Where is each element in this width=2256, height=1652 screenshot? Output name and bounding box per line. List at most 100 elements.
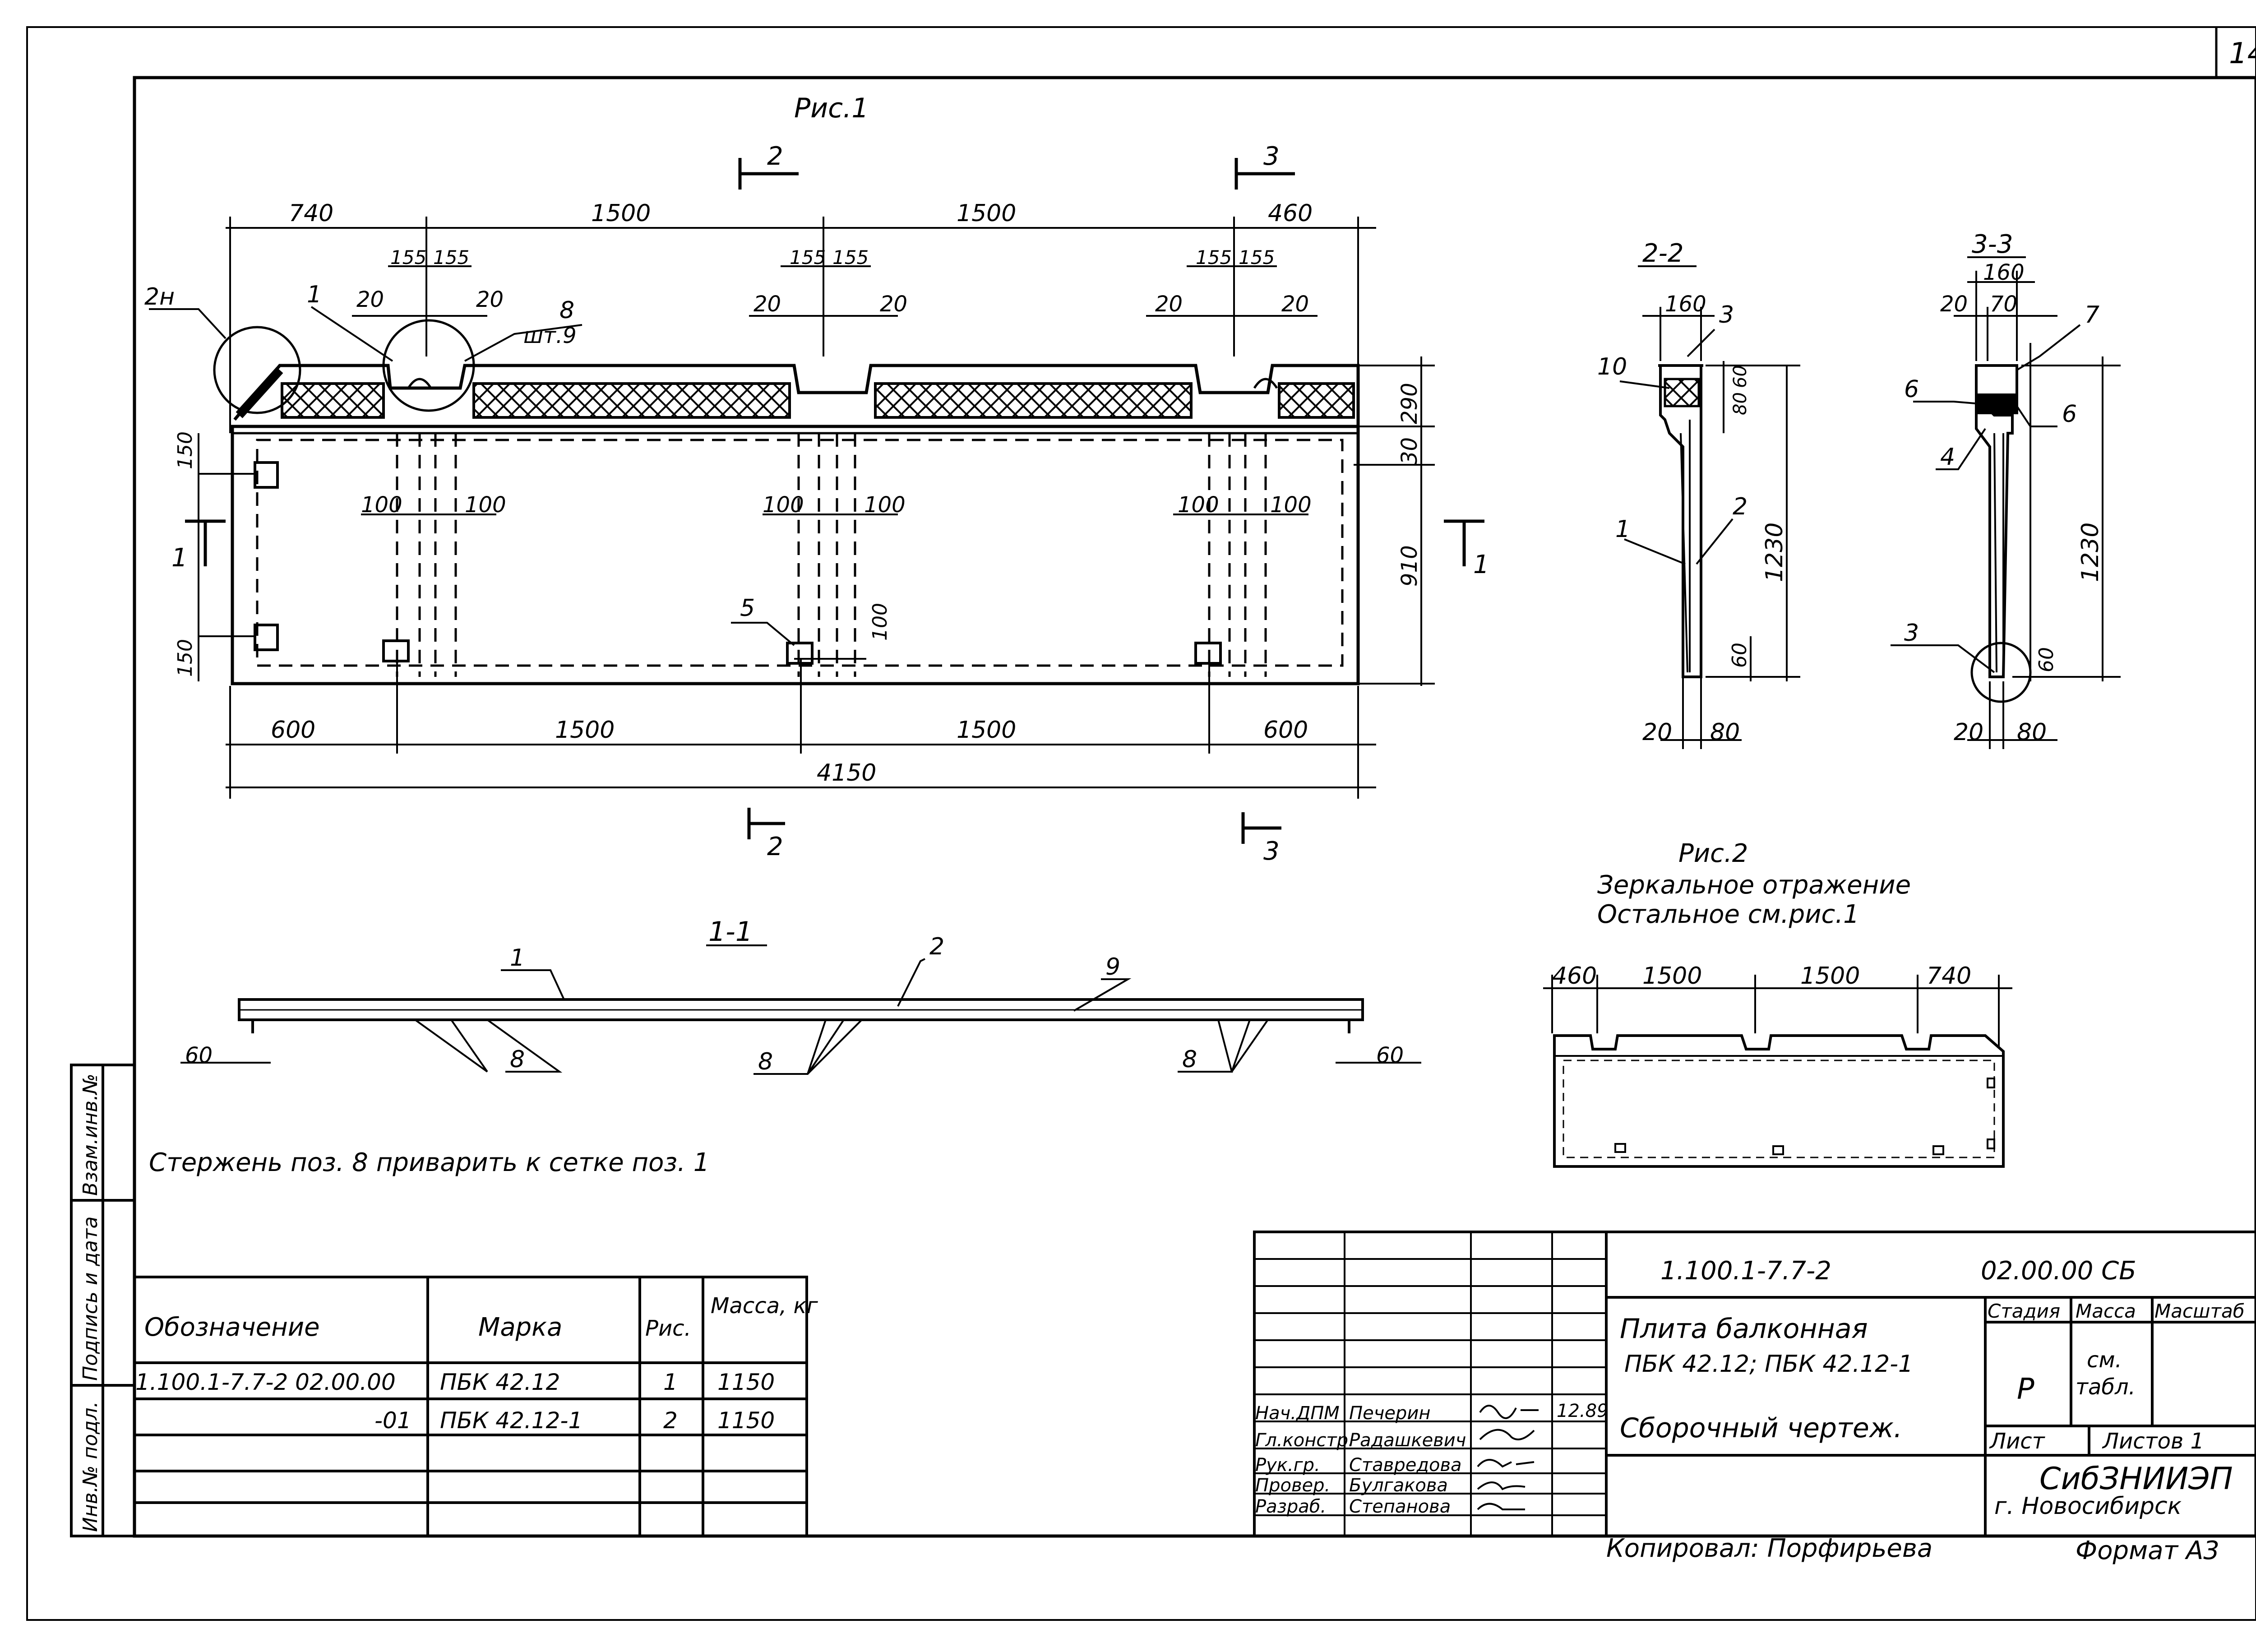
dim-20-5: 20 [1155, 292, 1183, 317]
spec-row2-fig: 2 [663, 1407, 678, 1434]
dims-left-lines [198, 433, 255, 681]
dim-20-3: 20 [754, 292, 781, 317]
spec-table [133, 1276, 808, 1537]
dim-1500-b: 1500 [957, 200, 1016, 227]
sec11-dim-60-right: 60 [1376, 1043, 1404, 1068]
dim-20-1: 20 [356, 287, 384, 312]
tb-doc-number: 02.00.00 СБ [1981, 1256, 2136, 1286]
sec11-callout-8b: 8 [758, 1048, 773, 1075]
tb-mass-value1: см. [2087, 1347, 2122, 1373]
title-block [1253, 1231, 2256, 1537]
spec-header-mass: Масса, кг [711, 1293, 818, 1319]
sec33-dim-80: 80 [2017, 719, 2047, 746]
tb-sheet-label: Лист [1989, 1429, 2046, 1454]
section-3-3: 3-3 160 20 70 1230 60 20 80 [1891, 230, 2121, 749]
dim-100-1: 100 [361, 492, 402, 518]
tb-role-3: Рук.гр. [1255, 1455, 1320, 1476]
sec-mark-1-left: 1 [171, 543, 188, 573]
welding-note: Стержень поз. 8 приварить к сетке поз. 1 [149, 1148, 709, 1177]
tb-name-1: Печерин [1349, 1403, 1430, 1424]
sec33-callout-6b: 6 [2062, 401, 2077, 428]
tb-name3: Сборочный чертеж. [1620, 1412, 1902, 1444]
dim-1500-a: 1500 [591, 200, 651, 227]
spec-row1-mass: 1150 [717, 1369, 775, 1395]
sec22-dim-160: 160 [1665, 292, 1706, 317]
fig2-dashed [1563, 1060, 1995, 1158]
dims-bottom-lines [226, 650, 1376, 799]
side-stamp-inv: Инв.№ подл. [79, 1401, 102, 1532]
sec33-profile [1975, 364, 2018, 678]
sec11-callout-8a: 8 [510, 1046, 525, 1073]
tb-format: Формат А3 [2076, 1536, 2219, 1565]
spec-row2-mark: ПБК 42.12-1 [440, 1407, 582, 1434]
dim-155-2: 155 [433, 246, 469, 268]
dim-20-6: 20 [1281, 292, 1309, 317]
spec-row2-mass: 1150 [717, 1407, 775, 1434]
dim-30: 30 [1397, 437, 1422, 465]
fig2-outline [1553, 1034, 2005, 1168]
tb-name1: Плита балконная [1620, 1313, 1868, 1345]
side-stamp-replace: Взам.инв.№ [79, 1074, 102, 1196]
sec33-callout-6a: 6 [1904, 376, 1919, 403]
sec33-title: 3-3 [1972, 230, 2013, 259]
sec22-dim-60: 60 [1730, 365, 1751, 388]
tb-doc-code: 1.100.1-7.7-2 [1660, 1256, 1831, 1286]
section-markers-bottom [747, 808, 1281, 844]
spec-row2-designation: -01 [374, 1407, 411, 1434]
spec-header-fig: Рис. [645, 1316, 691, 1341]
dim-460: 460 [1268, 200, 1313, 227]
dim-100-3: 100 [763, 492, 804, 518]
sec33-dim-70: 70 [1990, 292, 2017, 317]
lbl-2n: 2н [144, 283, 175, 310]
tb-org1: СибЗНИИЭП [2039, 1461, 2233, 1497]
dim-4150: 4150 [817, 759, 876, 787]
fig2-parts [1614, 1078, 1995, 1155]
sec11-leaders [180, 958, 1421, 1075]
sec22-title: 2-2 [1642, 239, 1683, 268]
hooks [407, 378, 1278, 389]
dims-right-lines [1354, 356, 1435, 686]
sec33-dims [1954, 271, 2121, 749]
fig2-dims [1543, 975, 2012, 1047]
section-markers-1 [185, 519, 1484, 566]
sec33-dim-20: 20 [1940, 292, 1968, 317]
tb-role-4: Провер. [1255, 1475, 1330, 1496]
sec33-callout-3: 3 [1904, 620, 1919, 647]
sec33-dim-1230: 1230 [2077, 523, 2104, 582]
tb-name-5: Степанова [1349, 1496, 1451, 1517]
dim-740: 740 [289, 200, 333, 227]
sec-mark-2-top: 2 [767, 142, 783, 171]
sec-mark-1-right: 1 [1473, 550, 1489, 579]
sec11-profile [238, 998, 1364, 1033]
sec-mark-3-bottom: 3 [1263, 837, 1280, 866]
dim-155-3: 155 [790, 246, 826, 268]
sec11-callout-9: 9 [1105, 953, 1120, 981]
sec33-detail-circle [1970, 642, 2032, 703]
sec33-dim-20b: 20 [1954, 719, 1983, 746]
sec33-dim-160: 160 [1983, 260, 2025, 285]
dim-910: 910 [1397, 545, 1422, 587]
tb-name-4: Булгакова [1349, 1475, 1448, 1496]
sec22-dims [1642, 307, 1800, 749]
detail-circles [213, 319, 475, 414]
sec22-dim-20: 20 [1642, 719, 1672, 746]
lbl-1: 1 [307, 281, 322, 308]
sec22-profile [1658, 364, 1703, 678]
fig2-note1: Зеркальное отражение [1597, 870, 1911, 900]
dim-150-b: 150 [174, 639, 197, 677]
dim-100-6: 100 [1270, 492, 1312, 518]
sec22-callout-3: 3 [1719, 301, 1734, 329]
sec11-dim-60-left: 60 [185, 1043, 213, 1068]
sec33-callout-4: 4 [1940, 444, 1955, 471]
interior-dashed [256, 433, 1344, 677]
dim-150-a: 150 [174, 431, 197, 469]
tb-col-scale: Масштаб [2154, 1300, 2245, 1322]
fig2-mirror: Рис.2 Зеркальное отражение Остальное см.… [1543, 839, 2012, 1168]
section-2-2: 2-2 160 80 60 1230 60 20 80 10 [1597, 239, 1800, 749]
section-1-1: 1-1 1 2 9 8 8 8 60 60 [180, 916, 1421, 1075]
fig2-dim-740: 740 [1927, 963, 1971, 990]
lbl-5: 5 [740, 595, 755, 622]
fig2-note2: Остальное см.рис.1 [1597, 900, 1859, 929]
dims-100-lines [361, 514, 1308, 660]
